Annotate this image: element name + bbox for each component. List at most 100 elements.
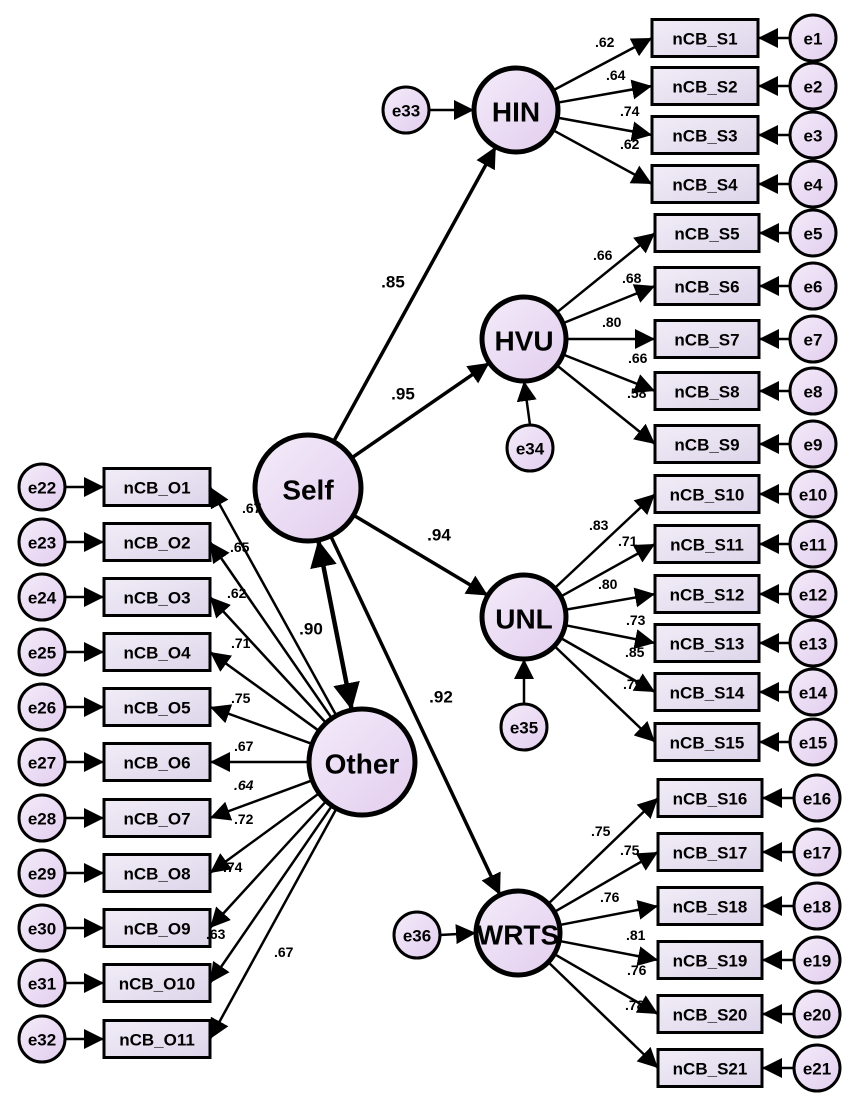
indicator-ncb-o9 [102, 908, 212, 948]
loading-arrow-ncb-o5 [209, 704, 313, 746]
indicator-ncb-s15 [653, 722, 761, 762]
loading-value: .80 [598, 576, 618, 592]
error-term-label: e6 [804, 278, 823, 297]
indicator-label: nCB_S7 [674, 331, 739, 350]
latent-unl [479, 572, 569, 662]
indicator-ncb-o1 [102, 467, 212, 507]
indicator-ncb-o3 [102, 577, 212, 617]
error-term-label: e36 [403, 927, 431, 946]
indicator-label: nCB_S18 [673, 898, 748, 917]
error-term-label: e18 [803, 898, 831, 917]
error-term-e25 [17, 627, 67, 677]
indicator-label: nCB_S19 [673, 952, 748, 971]
error-term-e3 [788, 110, 838, 160]
indicator-label: nCB_S9 [674, 436, 739, 455]
latent-hvu [479, 294, 569, 384]
indicator-ncb-s19 [656, 940, 764, 980]
loading-value: .67 [242, 500, 262, 516]
error-term-label: e1 [804, 30, 823, 49]
error-term-label: e33 [392, 102, 420, 121]
indicator-ncb-s11 [653, 524, 761, 564]
loading-arrow-ncb-s6 [562, 284, 656, 325]
indicator-label: nCB_O1 [123, 479, 190, 498]
indicator-label: nCB_O4 [123, 644, 191, 663]
loading-arrow-ncb-s16 [547, 797, 659, 905]
indicator-label: nCB_S3 [672, 127, 737, 146]
indicator-ncb-s8 [653, 371, 761, 411]
edges-layer [65, 28, 794, 1078]
loading-value: .71 [618, 533, 638, 549]
nodes-layer [17, 13, 842, 1093]
loading-arrow-ncb-o8 [209, 792, 320, 875]
error-term-label: e8 [804, 383, 823, 402]
indicator-label: nCB_O6 [123, 754, 190, 773]
error-term-label: e24 [28, 589, 57, 608]
loading-arrow-ncb-o11 [208, 807, 338, 1040]
indicator-label: nCB_S8 [674, 383, 739, 402]
latent-self [252, 432, 364, 544]
structural-arrow-hin [332, 145, 498, 443]
loading-arrow-ncb-o4 [209, 650, 320, 732]
structural-coefficient: .92 [429, 688, 453, 707]
structural-coefficient: .85 [381, 273, 405, 292]
error-term-e9 [788, 419, 838, 469]
indicator-ncb-s6 [653, 266, 761, 306]
indicator-label: nCB_O2 [123, 534, 190, 553]
indicator-label: nCB_O11 [119, 1031, 195, 1050]
loading-arrow-ncb-s21 [547, 961, 659, 1069]
loading-arrow-ncb-s19 [559, 939, 659, 967]
indicator-label: nCB_S16 [673, 790, 748, 809]
error-term-e19 [792, 935, 842, 985]
indicator-label: nCB_S4 [672, 176, 738, 195]
loading-value: .66 [628, 350, 648, 366]
error-term-e13 [788, 618, 838, 668]
indicator-ncb-s5 [653, 213, 761, 253]
error-term-e22 [17, 462, 67, 512]
correlation-coefficient: .90 [299, 620, 323, 639]
error-term-label: e16 [803, 790, 831, 809]
loading-value: .63 [206, 926, 226, 942]
error-term-e6 [788, 261, 838, 311]
indicator-label: nCB_S15 [670, 734, 745, 753]
loading-arrow-ncb-s8 [562, 353, 656, 393]
error-term-e28 [17, 793, 67, 843]
loading-value: .78 [625, 997, 645, 1013]
indicator-label: nCB_S6 [674, 278, 739, 297]
indicator-ncb-s2 [650, 66, 760, 106]
indicator-ncb-s17 [656, 832, 764, 872]
loading-value: .62 [620, 136, 640, 152]
indicator-label: nCB_S2 [672, 78, 737, 97]
indicator-label: nCB_S12 [670, 586, 745, 605]
loading-arrow-ncb-s5 [555, 232, 656, 314]
error-term-e20 [792, 989, 842, 1039]
error-term-e2 [788, 61, 838, 111]
latent-hin [471, 65, 561, 155]
error-term-e10 [788, 469, 838, 519]
error-term-label: e23 [28, 534, 56, 553]
error-term-e16 [792, 773, 842, 823]
loading-arrow-ncb-s11 [560, 542, 656, 598]
indicator-label: nCB_S10 [670, 486, 745, 505]
error-term-e11 [788, 519, 838, 569]
error-term-e32 [17, 1014, 67, 1064]
loading-value: .76 [600, 889, 620, 905]
loading-arrow-ncb-s13 [564, 623, 656, 649]
loading-value: .79 [623, 676, 643, 692]
loading-arrow-ncb-s2 [557, 79, 653, 104]
indicator-ncb-s16 [656, 778, 764, 818]
loading-value: .71 [231, 635, 251, 651]
error-term-e15 [788, 717, 838, 767]
indicator-ncb-o11 [102, 1019, 212, 1059]
indicator-ncb-s3 [650, 115, 760, 155]
loading-arrow-ncb-s18 [559, 899, 659, 927]
latent-other [306, 706, 418, 818]
loading-value: .73 [626, 612, 646, 628]
error-term-e14 [788, 667, 838, 717]
indicator-label: nCB_S5 [674, 225, 739, 244]
indicator-label: nCB_S11 [670, 536, 744, 555]
indicator-ncb-s7 [653, 319, 761, 359]
indicator-label: nCB_S14 [670, 684, 745, 703]
error-term-e34 [505, 423, 555, 473]
